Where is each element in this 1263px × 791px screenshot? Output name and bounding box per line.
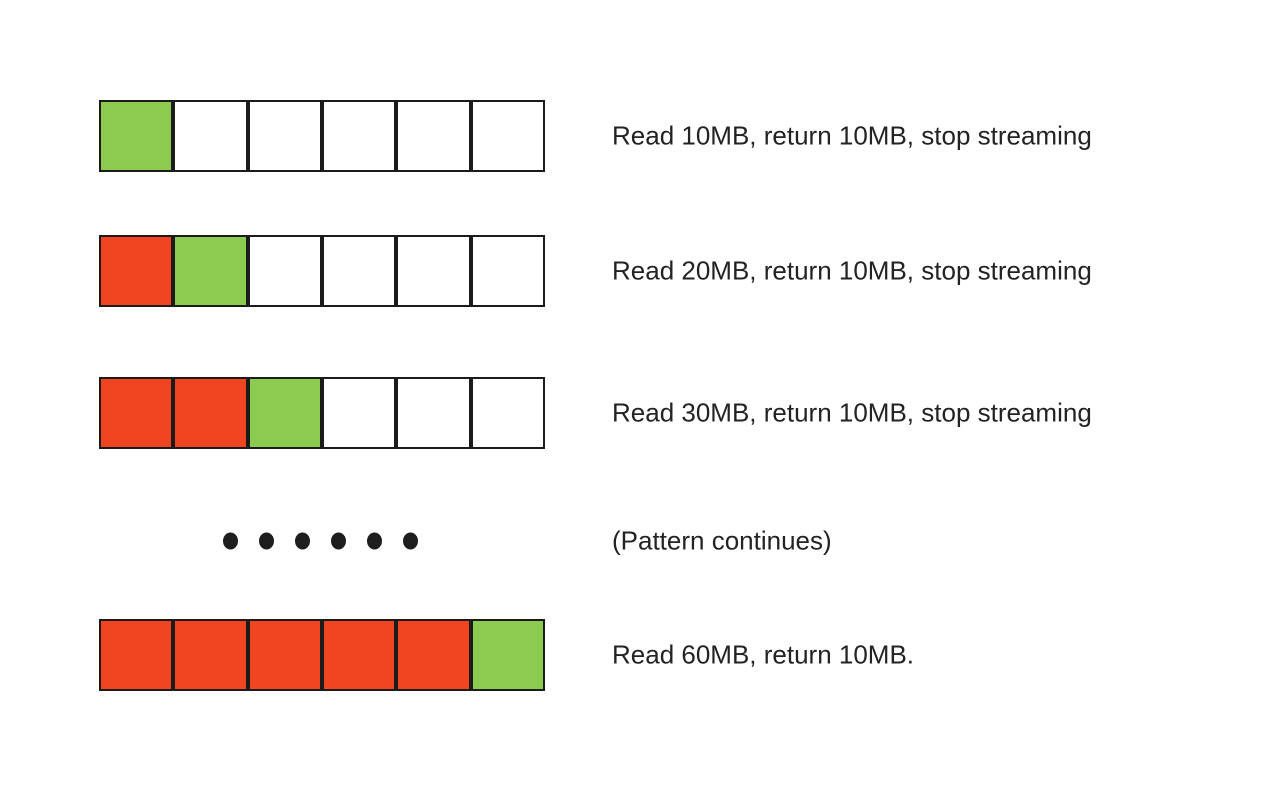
- row-label: Read 10MB, return 10MB, stop streaming: [612, 120, 1092, 151]
- row-label: Read 30MB, return 10MB, stop streaming: [612, 397, 1092, 428]
- row-label: (Pattern continues): [612, 525, 832, 556]
- buffer-bar: [99, 100, 545, 172]
- read-block-cell: [99, 619, 174, 691]
- ellipsis-dot: [403, 532, 418, 550]
- empty-block-cell: [321, 100, 397, 172]
- empty-block-cell: [321, 235, 397, 307]
- diagram-row-read-20mb: Read 20MB, return 10MB, stop streaming: [0, 235, 1263, 307]
- ellipsis-dot: [295, 532, 310, 550]
- empty-block-cell: [247, 235, 322, 307]
- row-label: Read 20MB, return 10MB, stop streaming: [612, 255, 1092, 286]
- ellipsis-dot: [259, 532, 274, 550]
- returned-block-cell: [173, 235, 248, 307]
- read-block-cell: [173, 619, 248, 691]
- ellipsis-dot: [331, 532, 346, 550]
- read-block-cell: [99, 377, 174, 449]
- empty-block-cell: [173, 100, 248, 172]
- ellipsis-dots: [223, 532, 418, 550]
- empty-block-cell: [247, 100, 322, 172]
- read-block-cell: [396, 619, 471, 691]
- empty-block-cell: [470, 100, 545, 172]
- empty-block-cell: [396, 100, 471, 172]
- read-block-cell: [173, 377, 248, 449]
- read-block-cell: [321, 619, 397, 691]
- diagram-row-read-60mb: Read 60MB, return 10MB.: [0, 619, 1263, 691]
- row-label: Read 60MB, return 10MB.: [612, 639, 915, 670]
- empty-block-cell: [470, 235, 545, 307]
- empty-block-cell: [321, 377, 397, 449]
- read-block-cell: [99, 235, 174, 307]
- diagram-row-pattern-continues: (Pattern continues): [0, 505, 1263, 577]
- buffer-bar: [99, 377, 545, 449]
- read-block-cell: [247, 619, 322, 691]
- ellipsis-dot: [223, 532, 238, 550]
- empty-block-cell: [396, 377, 471, 449]
- empty-block-cell: [396, 235, 471, 307]
- buffer-bar: [99, 619, 545, 691]
- diagram-row-read-30mb: Read 30MB, return 10MB, stop streaming: [0, 377, 1263, 449]
- ellipsis-dot: [367, 532, 382, 550]
- diagram-row-read-10mb: Read 10MB, return 10MB, stop streaming: [0, 100, 1263, 172]
- returned-block-cell: [247, 377, 322, 449]
- empty-block-cell: [470, 377, 545, 449]
- returned-block-cell: [470, 619, 545, 691]
- returned-block-cell: [99, 100, 174, 172]
- buffer-bar: [99, 235, 545, 307]
